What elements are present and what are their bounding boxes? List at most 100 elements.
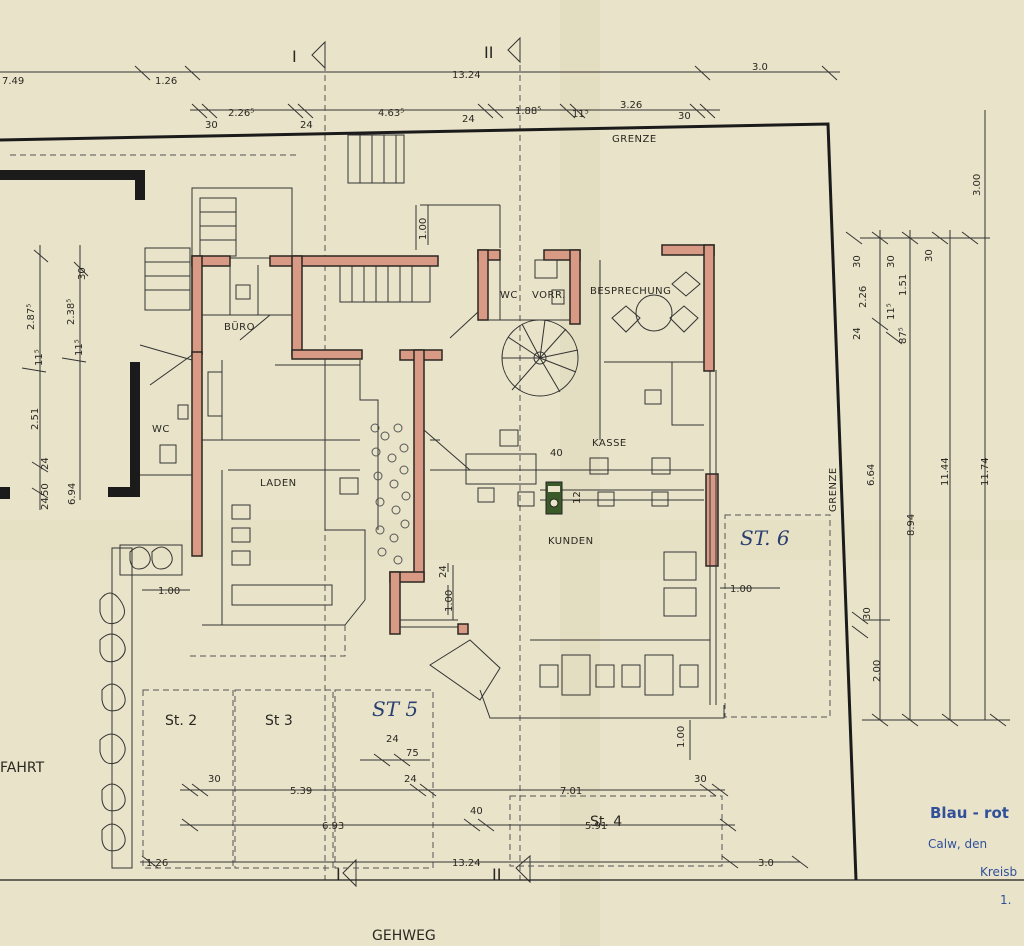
dim-bottom-75: 75 [406, 748, 419, 759]
dim-top-13-24: 13.24 [452, 70, 481, 81]
dim-right-30a: 30 [852, 255, 863, 268]
dim-bottom-40: 40 [470, 806, 483, 817]
dim-top-3-26: 3.26 [620, 100, 642, 111]
dim-right-1-51: 1.51 [898, 274, 909, 296]
dim-left-2-51: 2.51 [30, 408, 41, 430]
parking-spaces: St. 2 St 3 St. 4 ST 5 ST. 6 [142, 514, 831, 869]
section-label-i-bottom: I [336, 865, 341, 884]
dim-inner-12: 12 [572, 491, 583, 504]
room-label-buero: BÜRO [224, 320, 255, 333]
dim-left-50: 50 [40, 483, 51, 496]
room-label-besprechung: BESPRECHUNG [590, 286, 671, 297]
dim-left-2-87: 2.87⁵ [26, 304, 37, 330]
dim-left-2-38: 2.38⁵ [66, 299, 77, 325]
dim-right-8-94: 8.94 [906, 514, 917, 536]
dim-bottom-5-39: 5.39 [290, 786, 312, 797]
dim-bottom-13-24: 13.24 [452, 858, 481, 869]
dim-inner-1-00-top: 1.00 [418, 218, 429, 240]
section-label-ii-top: II [484, 43, 493, 62]
property-boundary: GRENZE GRENZE [0, 122, 1024, 881]
dim-bottom-7-01: 7.01 [560, 786, 582, 797]
room-label-kasse: KASSE [592, 438, 627, 449]
bottom-dimension-lines: 24 75 30 5.39 24 7.01 30 6.93 40 5.91 1.… [140, 734, 809, 869]
dim-top-1-26: 1.26 [155, 76, 177, 87]
dim-right-11-5: 11⁵ [886, 303, 897, 320]
room-labels: BÜRO WC WC VORR. BESPRECHUNG LADEN KASSE… [152, 286, 671, 944]
dim-right-30b: 30 [886, 255, 897, 268]
grenze-top-label: GRENZE [612, 134, 657, 145]
dim-right-30d: 30 [862, 607, 873, 620]
dim-inner-40: 40 [550, 448, 563, 459]
dim-bottom-24b: 24 [404, 774, 417, 785]
dim-right-24: 24 [852, 327, 863, 340]
dim-right-11-74: 11.74 [980, 457, 991, 486]
dim-bottom-1-26: 1.26 [146, 858, 168, 869]
dim-left-6-94: 6.94 [67, 483, 78, 505]
dim-right-11-44: 11.44 [940, 457, 951, 486]
dim-bottom-24a: 24 [386, 734, 399, 745]
room-label-kunden: KUNDEN [548, 536, 594, 547]
section-label-i-top: I [292, 47, 297, 66]
stamp-line-4: 1. [1000, 893, 1011, 907]
dim-top-24a: 24 [300, 120, 313, 131]
einfahrt-label: FAHRT [0, 760, 45, 776]
dim-right-3-00: 3.00 [972, 174, 983, 196]
dim-left-11-5a: 11⁵ [34, 349, 45, 366]
parking-st5-label: ST 5 [372, 697, 418, 721]
room-label-laden: LADEN [260, 478, 297, 489]
dim-bottom-6-93: 6.93 [322, 821, 344, 832]
interior-lines [139, 204, 725, 719]
dim-right-2-00: 2.00 [872, 660, 883, 682]
dim-top-1-88: 1.88⁵ [515, 106, 541, 117]
dim-top-11-5: 11⁵ [572, 109, 589, 120]
dim-top-2-26: 2.26⁵ [228, 108, 254, 119]
section-label-ii-bottom: II [492, 865, 501, 884]
dim-inner-1-00-right: 1.00 [730, 584, 752, 595]
dim-top-4-63: 4.63⁵ [378, 108, 404, 119]
dim-inner-24: 24 [438, 565, 449, 578]
dim-top-3-0: 3.0 [752, 62, 768, 73]
dim-right-6-64: 6.64 [866, 464, 877, 486]
dim-bottom-5-91: 5.91 [585, 821, 607, 832]
room-label-vorr: VORR. [532, 290, 566, 301]
dim-bottom-3-0: 3.0 [758, 858, 774, 869]
dim-bottom-30a: 30 [208, 774, 221, 785]
dim-right-30c: 30 [924, 249, 935, 262]
grenze-right-label: GRENZE [828, 467, 839, 512]
gehweg-label: GEHWEG [372, 928, 436, 944]
dim-left-24: 24 [40, 457, 51, 470]
planter-pattern [370, 423, 411, 565]
room-label-wc-left: WC [152, 424, 170, 435]
official-stamp: Blau - rot Calw, den Kreisb 1. [928, 804, 1017, 907]
stairs [144, 134, 431, 311]
stamp-line-2: Calw, den [928, 837, 987, 851]
dim-inner-1-00-left: 1.00 [158, 586, 180, 597]
dim-bottom-30b: 30 [694, 774, 707, 785]
planting-strip [99, 544, 183, 869]
parking-st6-label: ST. 6 [740, 526, 790, 550]
dim-top-30b: 30 [678, 111, 691, 122]
parking-st4-label: St. 4 [590, 814, 622, 830]
right-dimension-lines: 3.00 30 30 30 2.26 11⁵ 1.51 24 87⁵ 6.64 … [845, 110, 1010, 727]
dim-top-7-49: 7.49 [2, 76, 24, 87]
dim-left-30: 30 [77, 267, 88, 280]
parking-st2-label: St. 2 [165, 713, 197, 729]
dim-right-87-5: 87⁵ [898, 327, 909, 344]
stamp-line-3: Kreisb [980, 865, 1017, 879]
neighbour-building: 30 2.87⁵ 2.38⁵ 11⁵ 11⁵ 2.51 24 50 24 6.9… [0, 154, 300, 776]
inner-dimensions: 1.00 1.00 24 1.00 40 12 1.00 1.00 [142, 205, 780, 760]
dim-left-11-5b: 11⁵ [74, 339, 85, 356]
dim-right-2-26: 2.26 [858, 286, 869, 308]
top-dimension-lines: 7.49 1.26 13.24 3.0 30 2.26⁵ 24 4.63⁵ 24… [0, 62, 840, 131]
dim-top-24b: 24 [462, 114, 475, 125]
dim-top-30a: 30 [205, 120, 218, 131]
cash-register [545, 481, 563, 515]
building-walls [191, 244, 719, 635]
stamp-line-1: Blau - rot [930, 804, 1009, 822]
room-label-wc-right: WC [500, 290, 518, 301]
section-markers: I II I II [292, 36, 531, 888]
parking-st3-label: St 3 [265, 713, 293, 729]
dim-left-24b: 24 [40, 497, 51, 510]
dim-inner-1-00-col: 1.00 [444, 590, 455, 612]
